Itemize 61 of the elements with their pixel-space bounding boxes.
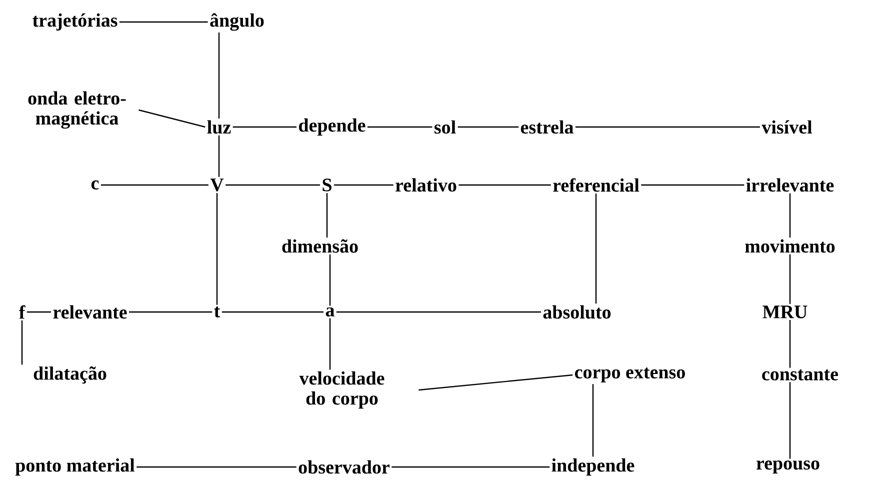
- connector-line: [789, 254, 791, 304]
- connector-line: [138, 109, 206, 128]
- concept-word: S: [322, 178, 332, 192]
- connector-line: [136, 466, 296, 468]
- connector-line: [129, 311, 212, 313]
- concept-word: dilatação: [34, 366, 106, 384]
- connector-line: [336, 311, 541, 313]
- connector-line: [641, 184, 744, 186]
- connector-line: [216, 193, 218, 305]
- connector-line: [334, 184, 394, 186]
- concept-word: sol: [434, 120, 456, 134]
- connector-line: [21, 320, 23, 365]
- connector-line: [418, 374, 573, 391]
- concept-word: c: [91, 180, 99, 190]
- concept-word: V: [210, 178, 224, 192]
- concept-word: trajetórias: [32, 13, 118, 31]
- concept-word: velocidade do corpo: [299, 371, 384, 409]
- connector-line: [226, 184, 320, 186]
- concept-word: t: [214, 306, 220, 318]
- connector-line: [329, 318, 331, 370]
- connector-line: [595, 193, 597, 304]
- connector-line: [789, 382, 791, 459]
- concept-word: estrela: [520, 120, 574, 134]
- connector-line: [100, 184, 208, 186]
- concept-word: MRU: [762, 306, 808, 318]
- concept-word: constante: [762, 370, 838, 380]
- concept-word: luz: [207, 120, 231, 134]
- concept-word: ponto material: [15, 458, 135, 476]
- concept-word: dimensão: [282, 239, 358, 253]
- connector-line: [26, 311, 52, 313]
- concept-word: ângulo: [210, 13, 264, 31]
- connector-line: [592, 384, 594, 457]
- connector-line: [326, 193, 328, 238]
- concept-word: relativo: [396, 178, 456, 192]
- connector-line: [392, 466, 550, 468]
- connector-line: [218, 135, 220, 177]
- concept-word: repouso: [756, 460, 820, 474]
- connector-line: [789, 320, 791, 368]
- connector-line: [232, 126, 297, 128]
- concept-word: irrelevante: [746, 178, 834, 192]
- concept-word: movimento: [745, 239, 835, 253]
- concept-word: visível: [762, 120, 812, 134]
- concept-word: corpo extenso: [574, 368, 685, 382]
- concept-word: referencial: [553, 178, 640, 192]
- connector-line: [218, 32, 220, 119]
- connector-line: [458, 126, 519, 128]
- concept-word: depende: [299, 118, 366, 136]
- connector-line: [368, 126, 432, 128]
- concept-word: relevante: [53, 305, 127, 319]
- connector-line: [789, 193, 791, 238]
- connector-line: [575, 126, 760, 128]
- concept-word: a: [326, 307, 334, 317]
- concept-word: f: [18, 305, 26, 319]
- connector-line: [222, 311, 324, 313]
- concept-word: absoluto: [543, 305, 611, 319]
- concept-word: independe: [552, 458, 634, 476]
- concept-word: observador: [298, 460, 390, 474]
- concept-word: onda eletro-magnética: [28, 91, 126, 129]
- connector-line: [329, 254, 331, 306]
- connector-line: [119, 21, 208, 23]
- connector-line: [458, 184, 551, 186]
